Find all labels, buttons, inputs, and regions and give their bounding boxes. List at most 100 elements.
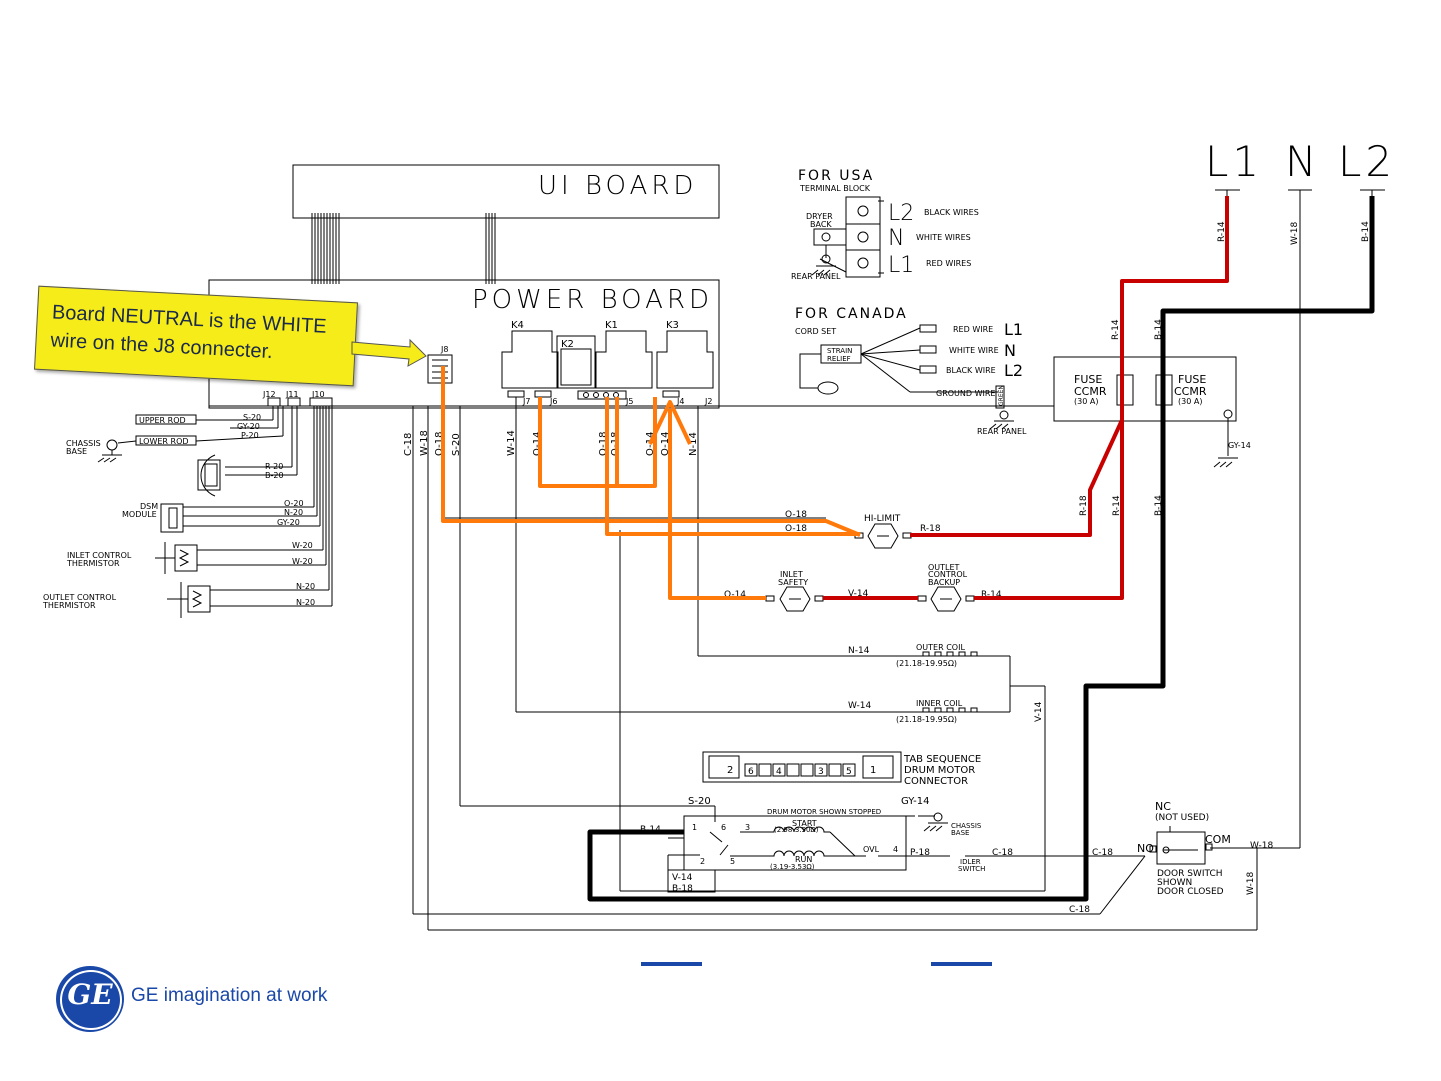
red-outlet-to-fuse <box>974 370 1124 600</box>
motor-gy14: GY-14 <box>901 796 930 807</box>
canada-ground: GROUND WIRE <box>936 389 995 398</box>
power-board-title: POWER BOARD <box>472 285 713 315</box>
wire-s20: S-20 <box>243 413 261 422</box>
vwire-o14: O-14 <box>532 432 543 456</box>
fuse-wire-b14: B-14 <box>1154 319 1164 340</box>
tab-pin-6: 6 <box>748 767 754 777</box>
strain-1: STRAIN <box>827 347 852 355</box>
footer-bar-right <box>931 962 992 966</box>
idler-1: IDLER <box>960 858 981 866</box>
tab-pin-4: 4 <box>776 767 782 777</box>
highlight-wires <box>441 196 1375 902</box>
orange-j6-j4-loop <box>538 397 657 488</box>
k1-label: K1 <box>605 320 618 331</box>
ge-tagline: GE imagination at work <box>131 985 328 1006</box>
footer-bar-left <box>641 962 702 966</box>
cord-set: CORD SET <box>795 327 836 336</box>
door-label-2: SHOWN <box>1157 878 1192 888</box>
fuse-wire-r18: R-18 <box>1079 495 1089 516</box>
usa-l2: L2 <box>888 201 914 226</box>
usa-subtitle: TERMINAL BLOCK <box>799 184 871 193</box>
fuse-wire-gy14: GY-14 <box>1228 441 1251 450</box>
motor-chassis-1: CHASSIS <box>951 822 982 830</box>
fuse-left-1: FUSE <box>1074 373 1102 386</box>
j10-label: J10 <box>311 390 325 399</box>
fuse-right-1: FUSE <box>1178 373 1206 386</box>
k2-label: K2 <box>561 339 574 350</box>
motor-num-4: 4 <box>893 845 898 854</box>
orange-j8-to-hilimit <box>441 366 861 537</box>
dsm-label-2: MODULE <box>122 510 157 519</box>
fuse-block <box>1053 356 1237 422</box>
motor-num-5: 5 <box>730 857 735 866</box>
inlet-safety-2: SAFETY <box>778 578 808 587</box>
j11-label: J11 <box>285 390 299 399</box>
motor-ovl: OVL <box>863 845 880 854</box>
motor-c18b: C-18 <box>1092 848 1113 858</box>
schematic-lines <box>97 164 1385 931</box>
inlet-thermistor <box>174 544 198 572</box>
orange-j4-to-inlet <box>668 409 766 600</box>
motor-num-6: 6 <box>721 823 726 832</box>
chassis-base-label-1: CHASSIS <box>66 439 101 448</box>
inlet-label-2: THERMISTOR <box>66 559 120 568</box>
door-label-1: DOOR SWITCH <box>1157 869 1223 879</box>
wire-n20b: N-20 <box>296 598 315 607</box>
j5-label: J5 <box>625 397 633 406</box>
hi-limit-r18: R-18 <box>920 524 941 534</box>
j6-label: J6 <box>549 397 557 406</box>
outer-coil-ohms: (21.18-19.95Ω) <box>896 659 957 668</box>
fuse-right-2: CCMR <box>1174 385 1207 398</box>
heater-o14: O-14 <box>724 590 746 600</box>
ge-logo-text: GE <box>67 978 113 1011</box>
relay-k1 <box>595 330 653 389</box>
door-w18: W-18 <box>1250 841 1274 851</box>
hi-limit-switch <box>867 523 899 549</box>
motor-num-2: 2 <box>700 857 705 866</box>
l2-label: L2 <box>1338 137 1396 186</box>
neutral-callout: Board NEUTRAL is the WHITE wire on the J… <box>34 285 358 387</box>
vwire-c18: C-18 <box>403 433 414 456</box>
heater-r14: R-14 <box>981 590 1002 600</box>
black-l2-to-motor <box>587 196 1375 902</box>
l2-wire-label: B-14 <box>1361 221 1371 242</box>
fuse-left-2: CCMR <box>1074 385 1107 398</box>
upper-rod <box>135 414 197 425</box>
hi-limit-o18b: O-18 <box>785 524 807 534</box>
wire-o20: O-20 <box>284 499 304 508</box>
red-l1-to-fuse <box>1120 196 1229 370</box>
inner-coil-label: INNER COIL <box>916 699 963 708</box>
motor-chassis-2: BASE <box>951 829 969 837</box>
lower-rod <box>135 435 197 446</box>
motor-stopped: DRUM MOTOR SHOWN STOPPED <box>767 808 881 816</box>
wire-n20: N-20 <box>284 508 303 517</box>
usa-n: N <box>888 226 904 251</box>
canada-green: GREEN <box>998 385 1005 406</box>
k3-label: K3 <box>666 320 679 331</box>
wire-n20a: N-20 <box>296 582 315 591</box>
ge-logo: GE <box>56 966 124 1032</box>
door-not-used: (NOT USED) <box>1155 813 1209 823</box>
canada-red: RED WIRE <box>953 325 993 334</box>
dsm-label-1: DSM <box>140 502 158 511</box>
door-switch <box>1156 831 1206 865</box>
vwire-o18b: O-18 <box>598 432 609 456</box>
relay-k2 <box>556 335 596 389</box>
vwire-w18: W-18 <box>419 430 430 456</box>
door-label-3: DOOR CLOSED <box>1157 887 1224 897</box>
heater-v14b: V-14 <box>1034 701 1044 722</box>
door-no: NO <box>1137 842 1154 855</box>
wire-gy20b: GY-20 <box>277 518 300 527</box>
usa-terminal-block <box>845 196 881 278</box>
motor-b18: B-18 <box>672 884 693 894</box>
hi-limit-o18a: O-18 <box>785 510 807 520</box>
canada-rear-panel: REAR PANEL <box>977 427 1027 436</box>
canada-l1: L1 <box>1004 320 1023 339</box>
inner-coil <box>915 707 983 713</box>
canada-title: FOR CANADA <box>795 306 908 322</box>
motor-start-ohms: (2.98-3.50Ω) <box>774 826 819 834</box>
door-w18b: W-18 <box>1246 871 1256 895</box>
orange-j5-to-hilimit <box>605 397 860 536</box>
lower-rod-label: LOWER ROD <box>139 437 189 446</box>
